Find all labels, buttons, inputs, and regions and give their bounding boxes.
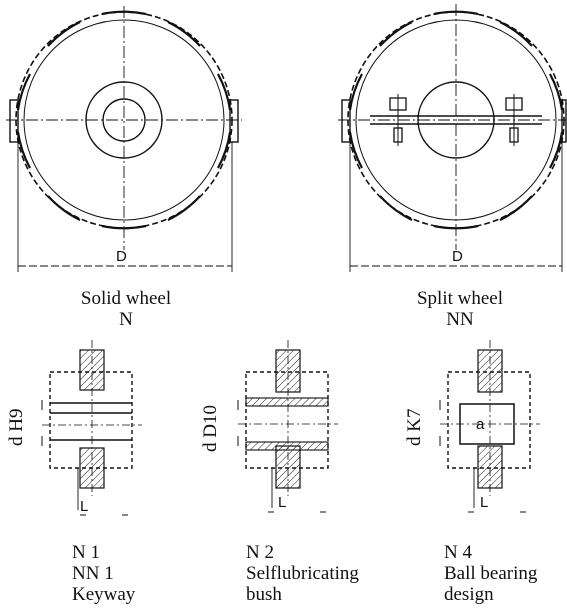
split-wheel-caption: Split wheel NN <box>398 288 522 330</box>
bore-bush-code: N 2 <box>246 542 274 563</box>
bore-bearing-length-label: L <box>480 494 489 511</box>
bore-bearing-code: N 4 <box>444 542 472 563</box>
bore-bearing-caption: N 4 Ball bearing design <box>444 542 537 605</box>
bearing-inner-label: a <box>476 416 485 433</box>
bore-bearing-desc-2: design <box>444 584 494 605</box>
split-wheel-title: Split wheel <box>416 288 504 309</box>
solid-wheel-code: N <box>119 309 133 330</box>
split-wheel-code: NN <box>446 309 474 330</box>
bore-keyway-fit-label: d H9 <box>6 408 27 446</box>
bore-bush-desc: Selflubricating <box>246 563 359 584</box>
bore-bush-length-label: L <box>278 494 287 511</box>
bore-bearing-desc: Ball bearing <box>444 563 538 584</box>
solid-wheel-drawing <box>6 6 242 272</box>
bore-keyway-desc: Keyway <box>72 584 136 605</box>
bore-keyway-caption: N 1 NN 1 Keyway <box>72 542 135 605</box>
bore-bush-section <box>237 340 338 513</box>
bore-keyway-code-2: NN 1 <box>72 563 114 584</box>
solid-wheel-caption: Solid wheel N <box>64 288 188 330</box>
bore-keyway-code: N 1 <box>72 542 100 563</box>
bore-bush-caption: N 2 Selflubricating bush <box>246 542 359 605</box>
solid-wheel-dimension-label: D <box>116 248 127 265</box>
bore-bush-fit-label: d D10 <box>200 405 221 452</box>
solid-wheel-title: Solid wheel <box>80 288 172 309</box>
bore-bush-desc-2: bush <box>246 584 282 605</box>
bore-bearing-fit-label: d K7 <box>404 408 425 446</box>
split-wheel-dimension-label: D <box>452 248 463 265</box>
bore-keyway-section <box>41 340 142 516</box>
bore-keyway-length-label: L <box>80 498 89 515</box>
bore-bearing-section <box>439 340 540 513</box>
split-wheel-drawing <box>338 4 567 272</box>
